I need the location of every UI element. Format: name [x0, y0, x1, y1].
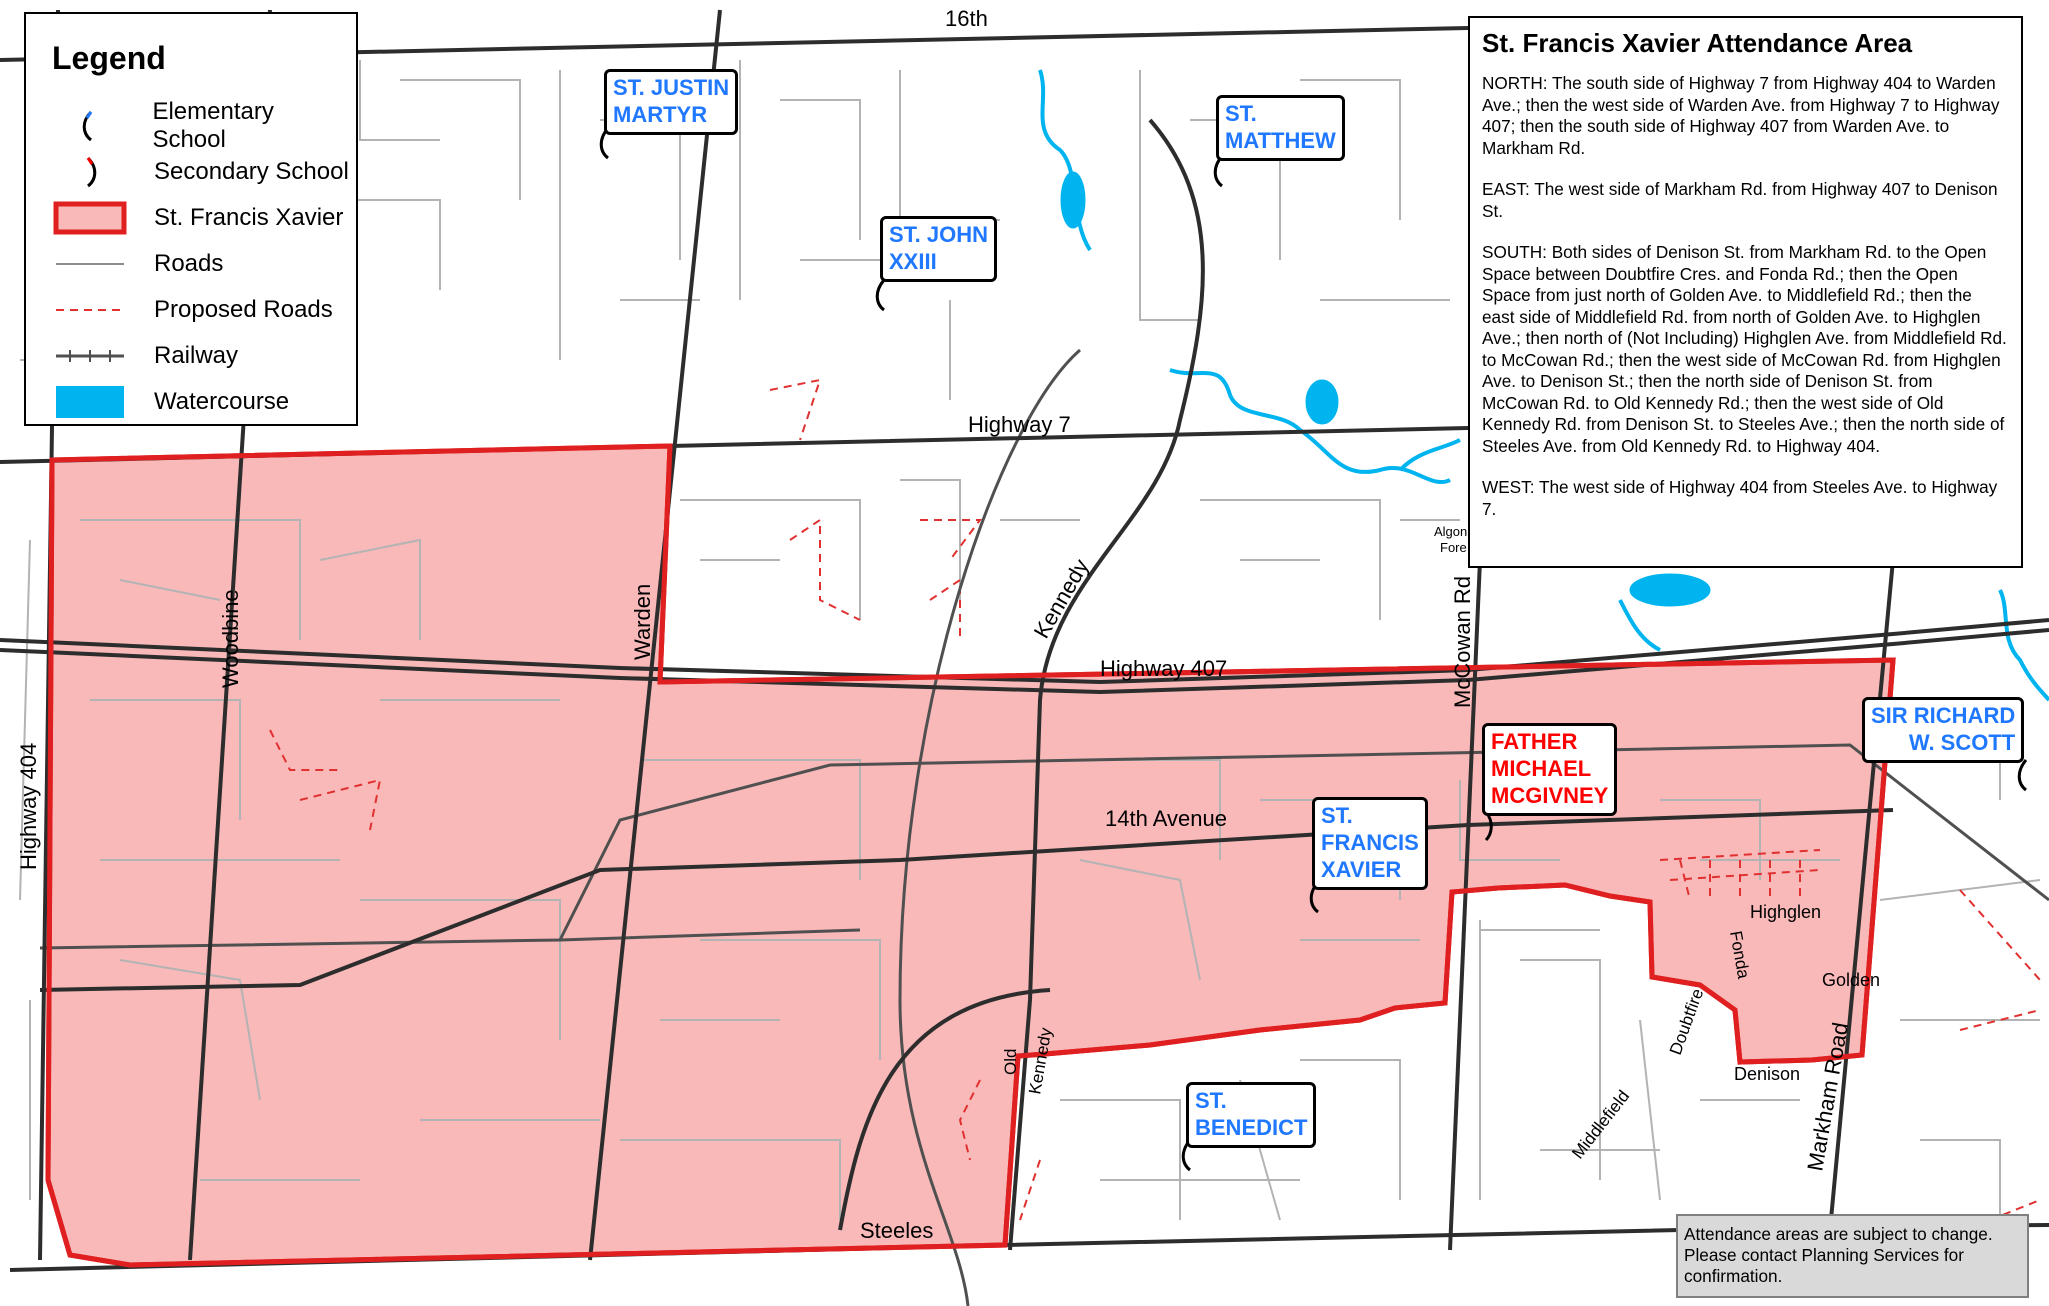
legend-item: Elementary School	[50, 98, 350, 153]
attendance-boundary	[45, 443, 1896, 1268]
legend-panel: Legend Elementary School Secondary Schoo…	[24, 12, 358, 426]
elementary-school-icon	[50, 106, 128, 146]
disclaimer-note: Attendance areas are subject to change. …	[1676, 1214, 2029, 1298]
school-name-line: W. SCOTT	[1908, 730, 2016, 755]
road-label-highway-404: Highway 404	[16, 743, 41, 870]
legend-label: St. Francis Xavier	[154, 204, 344, 231]
secondary-school-icon	[50, 152, 130, 192]
road-label-steeles: Steeles	[860, 1218, 933, 1243]
boundary-area-icon	[50, 198, 130, 238]
road-label-14th-avenue: 14th Avenue	[1105, 806, 1227, 831]
road-label-kennedy: Kennedy	[1029, 555, 1094, 643]
legend-label: Proposed Roads	[154, 296, 333, 323]
legend-item: St. Francis Xavier	[50, 198, 350, 238]
school-label-st-justin-martyr: ST. JUSTIN MARTYR	[604, 69, 739, 135]
road-label-forest: Fore	[1440, 540, 1467, 555]
school-name-line: XXIII	[889, 249, 937, 274]
info-title: St. Francis Xavier Attendance Area	[1482, 28, 1913, 58]
school-name-line: FATHER	[1491, 729, 1578, 754]
road-label-highway-7: Highway 7	[968, 412, 1071, 437]
school-name-line: XAVIER	[1321, 857, 1402, 882]
school-label-st-matthew: ST. MATTHEW	[1216, 95, 1345, 161]
school-name-line: FRANCIS	[1321, 830, 1419, 855]
road-label-mccowan: McCowan Rd	[1450, 576, 1475, 708]
school-name-line: MATTHEW	[1225, 128, 1336, 153]
school-name-line: BENEDICT	[1195, 1115, 1308, 1140]
road-label-golden: Golden	[1822, 970, 1880, 990]
attendance-area-description: St. Francis Xavier Attendance Area NORTH…	[1468, 16, 2023, 568]
elementary-school-icon	[875, 279, 886, 312]
info-south: SOUTH: Both sides of Denison St. from Ma…	[1482, 242, 2007, 456]
legend-item: Roads	[50, 244, 350, 284]
road-label-woodbine: Woodbine	[218, 589, 243, 688]
road-label-warden: Warden	[630, 584, 655, 660]
school-label-st-john-xxiii: ST. JOHN XXIII	[880, 216, 998, 282]
school-name-line: ST.	[1195, 1088, 1227, 1113]
info-east: EAST: The west side of Markham Rd. from …	[1482, 179, 1998, 221]
school-name-line: SIR RICHARD	[1871, 703, 2016, 728]
legend-label: Roads	[154, 250, 224, 277]
legend-title: Legend	[52, 40, 166, 76]
proposed-road-icon	[50, 290, 130, 330]
school-name-line: ST.	[1321, 803, 1353, 828]
school-label-st-benedict: ST. BENEDICT	[1186, 1082, 1317, 1148]
road-label-old: Old	[1001, 1049, 1020, 1075]
legend-label: Secondary School	[154, 158, 349, 185]
legend-label: Watercourse	[154, 388, 290, 415]
legend-label: Elementary School	[152, 98, 274, 153]
minor-streets	[19, 60, 2041, 1230]
school-name-line: MICHAEL	[1491, 756, 1592, 781]
legend-item: Proposed Roads	[50, 290, 350, 330]
school-label-st-francis-xavier: ST. FRANCIS XAVIER	[1312, 797, 1428, 890]
school-name-line: MARTYR	[613, 102, 708, 127]
legend-label: Railway	[154, 342, 239, 369]
road-label-denison: Denison	[1734, 1064, 1800, 1084]
road-label-16th: 16th	[945, 6, 988, 31]
proposed-roads	[269, 378, 2041, 1221]
road-label-highglen: Highglen	[1750, 902, 1821, 922]
info-north: NORTH: The south side of Highway 7 from …	[1482, 73, 2000, 158]
legend-item: Watercourse	[50, 382, 350, 422]
school-label-father-michael-mcgivney: FATHER MICHAEL MCGIVNEY	[1482, 723, 1618, 816]
school-name-line: ST. JOHN	[889, 222, 989, 247]
legend-item: Secondary School	[50, 152, 350, 192]
elementary-school-icon	[2017, 759, 2028, 792]
school-label-sir-richard-w-scott: SIR RICHARD W. SCOTT	[1862, 697, 2025, 763]
road-label-doubtfire: Doubtfire	[1666, 986, 1707, 1057]
school-name-line: ST. JUSTIN	[613, 75, 730, 100]
road-line-icon	[50, 244, 130, 284]
railway-icon	[50, 336, 130, 376]
road-label-highway-407: Highway 407	[1100, 656, 1227, 681]
watercourse-icon	[50, 382, 130, 422]
legend-item: Railway	[50, 336, 350, 376]
info-west: WEST: The west side of Highway 404 from …	[1482, 477, 1998, 519]
road-label-algonquin: Algon	[1434, 524, 1467, 539]
school-name-line: ST.	[1225, 101, 1257, 126]
school-name-line: MCGIVNEY	[1491, 783, 1609, 808]
